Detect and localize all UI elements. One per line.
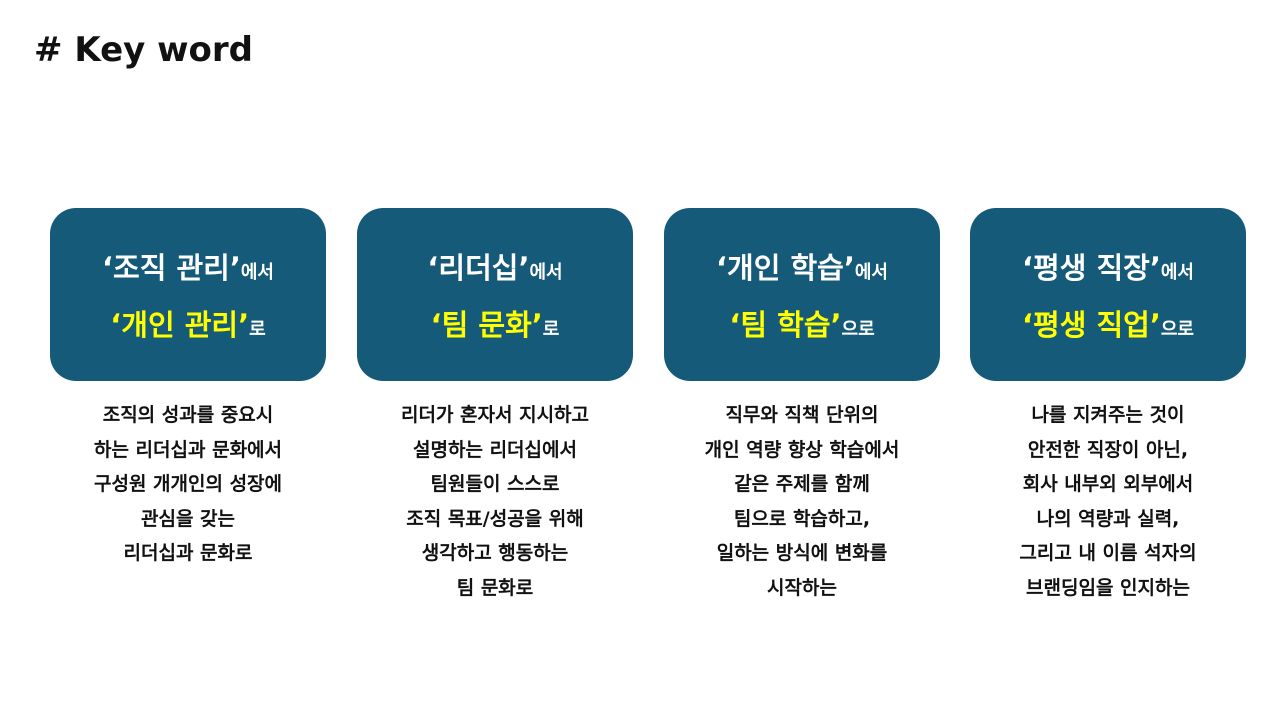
description-line: 팀원들이 스스로	[430, 473, 560, 495]
from-keyword: ‘리더십’	[427, 251, 530, 285]
description-line: 나를 지켜주는 것이	[1031, 404, 1185, 426]
from-suffix: 에서	[529, 262, 563, 283]
to-keyword: ‘팀 학습’	[729, 308, 842, 342]
to-suffix: 으로	[1160, 319, 1194, 340]
description-line: 구성원 개개인의 성장에	[93, 473, 283, 495]
from-suffix: 에서	[240, 262, 274, 283]
to-keyword: ‘개인 관리’	[110, 308, 250, 342]
description-line: 팀으로 학습하고,	[733, 507, 871, 530]
to-line: ‘팀 문화’로	[357, 308, 633, 342]
from-line: ‘리더십’에서	[357, 251, 633, 285]
keyword-card-box: ‘평생 직장’에서 ‘평생 직업’으로	[970, 208, 1246, 381]
to-suffix: 로	[249, 319, 266, 340]
from-line: ‘평생 직장’에서	[970, 251, 1246, 285]
keyword-card-career: ‘평생 직장’에서 ‘평생 직업’으로 나를 지켜주는 것이 안전한 직장이 아…	[970, 208, 1246, 605]
description-line: 안전한 직장이 아닌,	[1027, 438, 1189, 461]
description-line: 브랜딩임을 인지하는	[1026, 576, 1190, 599]
keyword-card-learning: ‘개인 학습’에서 ‘팀 학습’으로 직무와 직책 단위의 개인 역량 향상 학…	[664, 208, 940, 605]
description-line: 설명하는 리더십에서	[413, 438, 577, 461]
card-description: 직무와 직책 단위의 개인 역량 향상 학습에서 같은 주제를 함께 팀으로 학…	[664, 398, 940, 605]
description-line: 직무와 직책 단위의	[725, 404, 879, 426]
to-keyword: ‘평생 직업’	[1022, 308, 1161, 342]
description-line: 시작하는	[767, 576, 837, 599]
page-title: # Key word	[34, 30, 254, 70]
description-line: 나의 역량과 실력,	[1036, 507, 1180, 530]
description-line: 그리고 내 이름 석자의	[1019, 542, 1197, 564]
description-line: 팀 문화로	[456, 576, 534, 599]
to-line: ‘팀 학습’으로	[664, 308, 940, 342]
from-line: ‘조직 관리’에서	[50, 251, 326, 285]
keyword-cards: ‘조직 관리’에서 ‘개인 관리’로 조직의 성과를 중요시 하는 리더십과 문…	[50, 208, 1246, 608]
description-line: 개인 역량 향상 학습에서	[704, 438, 900, 461]
keyword-card-leadership: ‘리더십’에서 ‘팀 문화’로 리더가 혼자서 지시하고 설명하는 리더십에서 …	[357, 208, 633, 605]
card-description: 리더가 혼자서 지시하고 설명하는 리더십에서 팀원들이 스스로 조직 목표/성…	[357, 398, 633, 605]
description-line: 하는 리더십과 문화에서	[93, 438, 283, 461]
keyword-card-organization: ‘조직 관리’에서 ‘개인 관리’로 조직의 성과를 중요시 하는 리더십과 문…	[50, 208, 326, 571]
keyword-card-box: ‘리더십’에서 ‘팀 문화’로	[357, 208, 633, 381]
from-keyword: ‘개인 학습’	[716, 251, 855, 285]
description-line: 조직의 성과를 중요시	[102, 404, 274, 426]
card-description: 조직의 성과를 중요시 하는 리더십과 문화에서 구성원 개개인의 성장에 관심…	[50, 398, 326, 571]
from-line: ‘개인 학습’에서	[664, 251, 940, 285]
to-line: ‘개인 관리’로	[50, 308, 326, 342]
to-line: ‘평생 직업’으로	[970, 308, 1246, 342]
from-suffix: 에서	[1160, 262, 1194, 283]
description-line: 일하는 방식에 변화를	[716, 542, 888, 564]
description-line: 리더가 혼자서 지시하고	[400, 404, 590, 426]
from-keyword: ‘평생 직장’	[1022, 251, 1161, 285]
keyword-card-box: ‘개인 학습’에서 ‘팀 학습’으로	[664, 208, 940, 381]
to-keyword: ‘팀 문화’	[430, 308, 543, 342]
to-suffix: 로	[542, 319, 560, 340]
card-description: 나를 지켜주는 것이 안전한 직장이 아닌, 회사 내부외 외부에서 나의 역량…	[970, 398, 1246, 605]
from-suffix: 에서	[854, 262, 888, 283]
description-line: 관심을 갖는	[140, 507, 235, 530]
from-keyword: ‘조직 관리’	[102, 251, 241, 285]
keyword-card-box: ‘조직 관리’에서 ‘개인 관리’로	[50, 208, 326, 381]
description-line: 생각하고 행동하는	[421, 542, 569, 564]
to-suffix: 으로	[841, 319, 875, 340]
description-line: 조직 목표/성공을 위해	[406, 507, 584, 530]
description-line: 회사 내부외 외부에서	[1022, 473, 1194, 495]
description-line: 리더십과 문화로	[123, 542, 253, 564]
description-line: 같은 주제를 함께	[734, 473, 870, 495]
